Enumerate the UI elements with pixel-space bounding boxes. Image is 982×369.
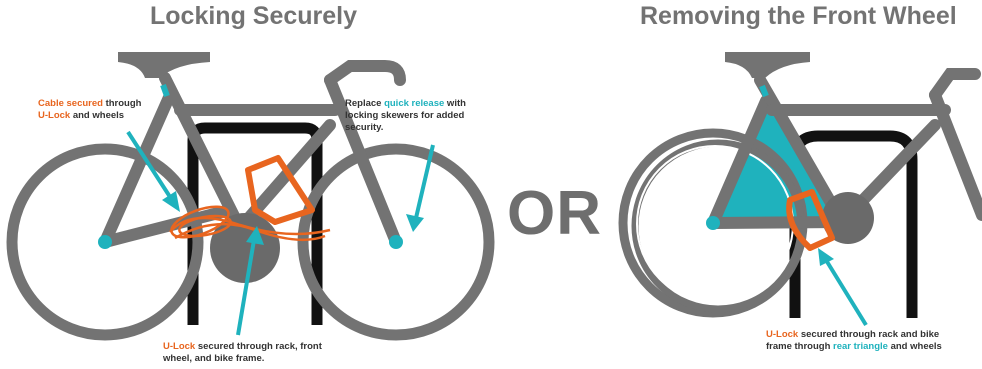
ulock-callout-right-line2b: and wheels [888,341,942,352]
right-bike-illustration [623,52,982,325]
left-bike-illustration [12,52,489,335]
cable-callout: Cable secured through U-Lock and wheels [38,98,141,122]
ulock-callout-right-highlight: U-Lock [766,329,798,340]
or-separator: OR [507,178,602,249]
skewers-callout-text-b: with [444,98,466,109]
ulock-callout-left: U-Lock secured through rack, front wheel… [163,341,322,365]
right-bike-saddle [725,52,810,78]
ulock-callout-left-line1: secured through rack, front [195,341,322,352]
ulock-callout-right-highlight2: rear triangle [833,341,888,352]
skewers-callout: Replace quick release with locking skewe… [345,98,466,134]
skewers-callout-line2: locking skewers for added [345,110,464,121]
right-rear-hub [706,216,720,230]
left-bike-saddle [118,52,210,78]
cable-callout-ulock-highlight: U-Lock [38,110,70,121]
right-seat-post-marker [762,86,766,96]
ulock-callout-right-line2: frame through [766,341,833,352]
skewers-callout-line3: security. [345,122,383,133]
left-rear-hub [98,235,112,249]
left-front-hub [389,235,403,249]
skewers-callout-text: Replace [345,98,384,109]
left-seat-post-marker [163,85,167,96]
cable-callout-text: through [103,98,142,109]
ulock-callout-left-highlight: U-Lock [163,341,195,352]
skewers-callout-highlight: quick release [384,98,444,109]
ulock-callout-right: U-Lock secured through rack and bike fra… [766,329,942,353]
right-callout-arrow [818,248,866,325]
ulock-callout-right-line1: secured through rack and bike [798,329,939,340]
cable-callout-highlight: Cable secured [38,98,103,109]
cable-callout-text-2: and wheels [70,110,124,121]
ulock-callout-left-line2: wheel, and bike frame. [163,353,264,364]
